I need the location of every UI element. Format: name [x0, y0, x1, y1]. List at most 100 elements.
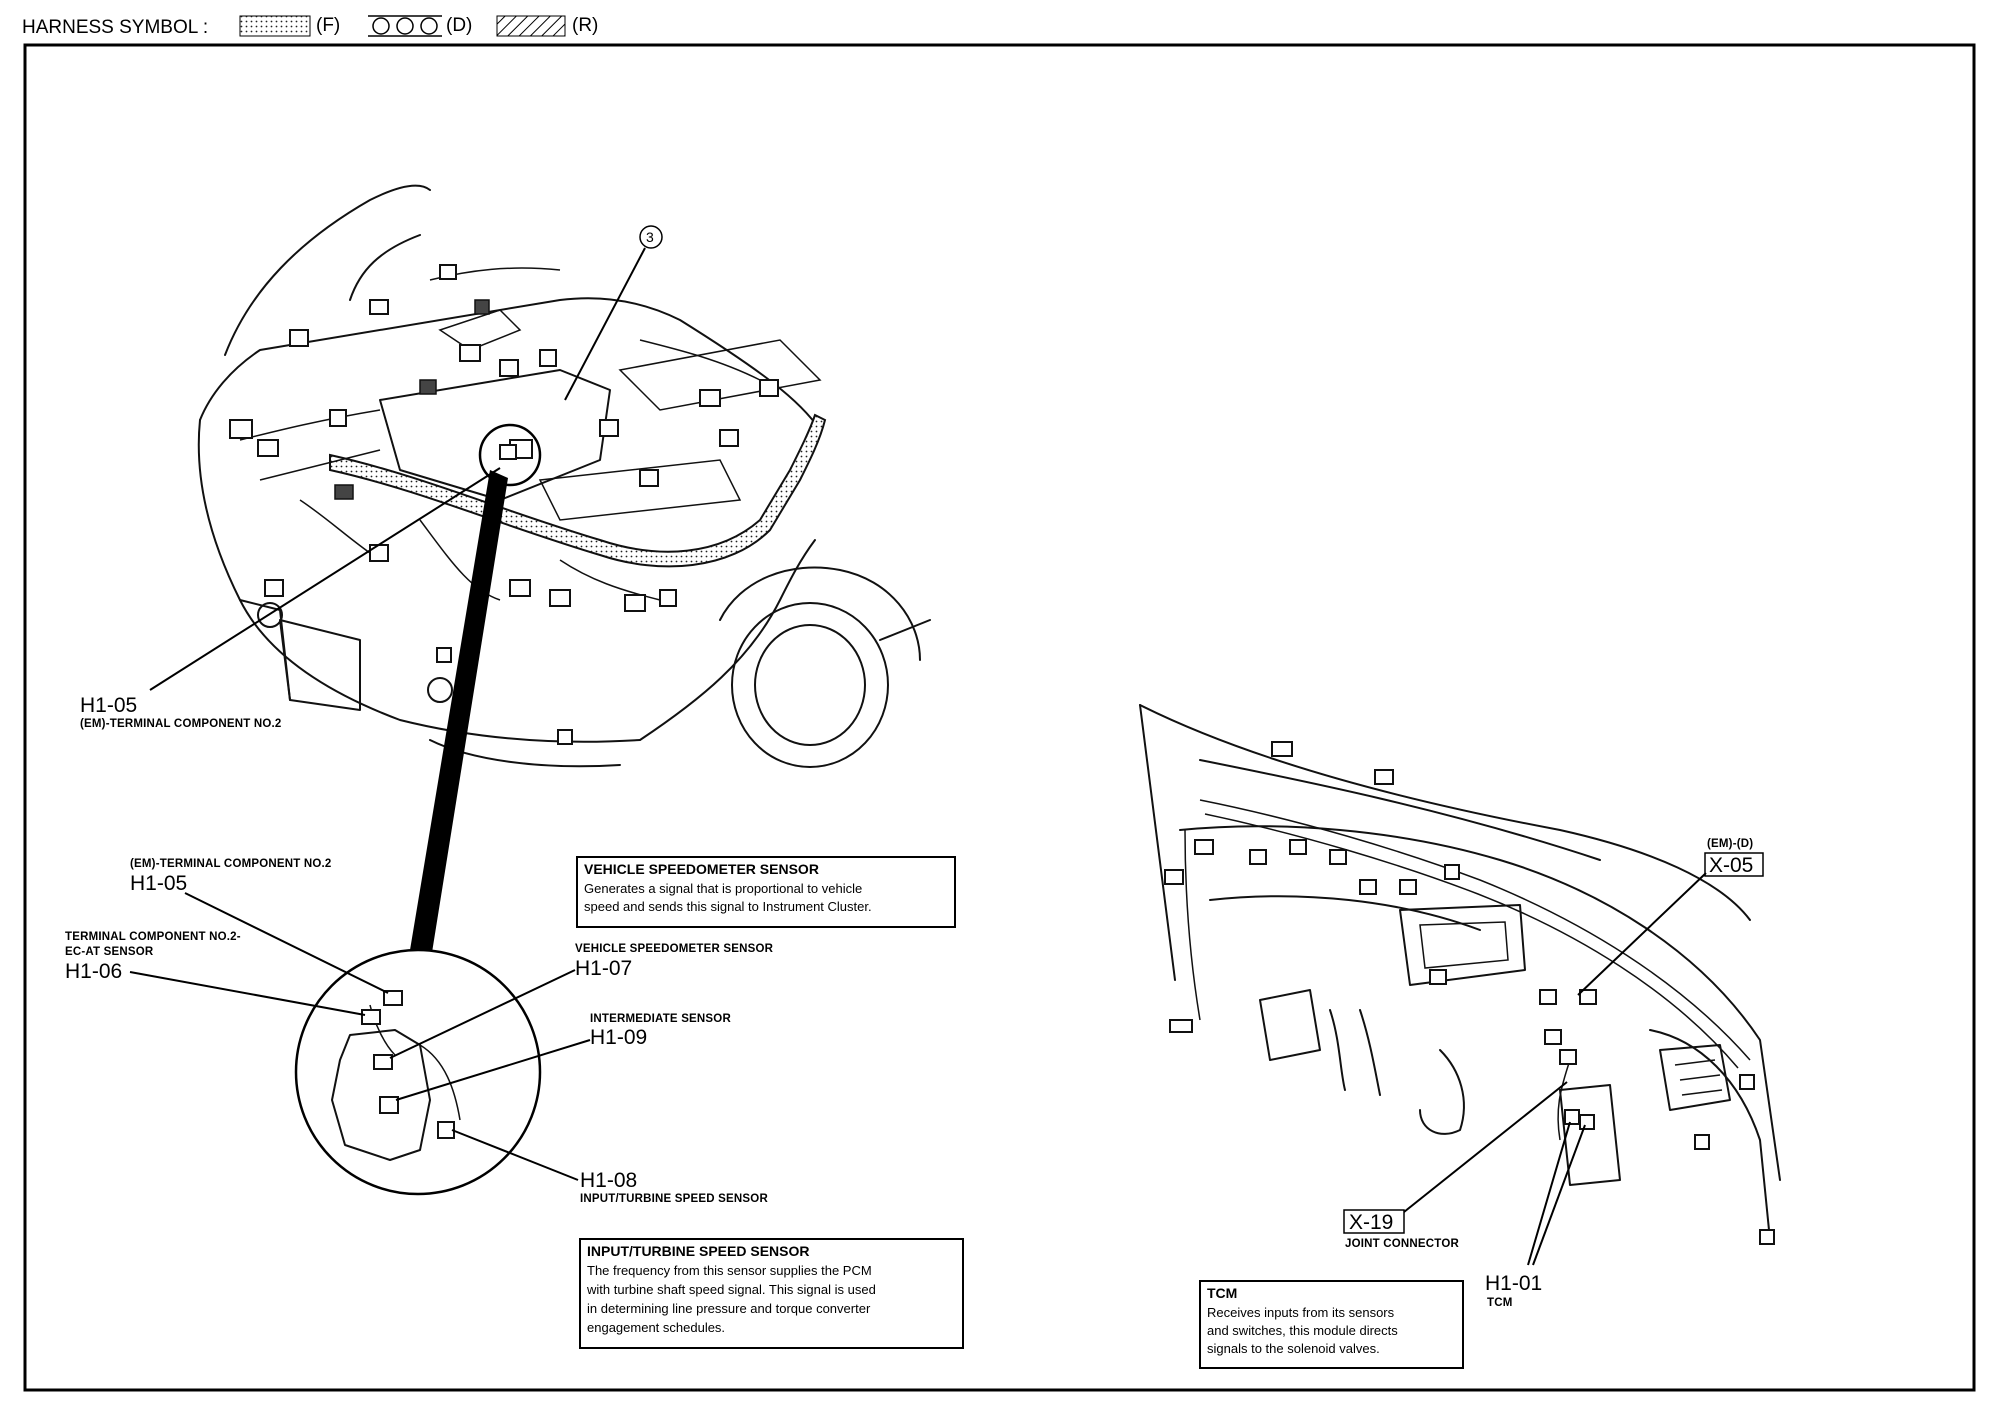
- connector-shape: [1249, 849, 1267, 865]
- tcm-line-2: and switches, this module directs: [1207, 1323, 1398, 1338]
- connector-h1-06-shape: [361, 1009, 381, 1025]
- connector-shape: [257, 439, 279, 457]
- connector-shape: [1539, 989, 1557, 1005]
- legend-code-d: (D): [446, 15, 472, 36]
- magnify-source-circle: [478, 423, 542, 487]
- leader-h1-05-detail: [184, 892, 389, 994]
- connector-shape: [1579, 1114, 1595, 1130]
- x-05-prefix: (EM)-(D): [1707, 838, 1753, 850]
- h1-05-detail-code: H1-05: [130, 872, 187, 895]
- h1-05-top-desc: (EM)-TERMINAL COMPONENT NO.2: [80, 718, 282, 730]
- h1-08-desc: INPUT/TURBINE SPEED SENSOR: [580, 1193, 768, 1205]
- connector-h1-08-shape: [437, 1121, 455, 1139]
- connector-shape: [1739, 1074, 1755, 1090]
- connector-shape: [1579, 989, 1597, 1005]
- connector-shape: [439, 264, 457, 280]
- legend-swatch-r: [496, 15, 566, 37]
- info-box-tcm: TCM Receives inputs from its sensors and…: [1199, 1280, 1464, 1369]
- h1-01-desc: TCM: [1487, 1297, 1513, 1309]
- connector-shape: [1759, 1229, 1775, 1245]
- leader-h1-07: [389, 969, 576, 1059]
- itss-title: INPUT/TURBINE SPEED SENSOR: [587, 1243, 809, 1259]
- connector-shape: [639, 469, 659, 487]
- h1-06-desc-1: TERMINAL COMPONENT NO.2-: [65, 931, 241, 943]
- info-box-itss: INPUT/TURBINE SPEED SENSOR The frequency…: [579, 1238, 964, 1349]
- vss-line-1: Generates a signal that is proportional …: [584, 881, 862, 896]
- connector-shape: [229, 419, 253, 439]
- info-box-vss: VEHICLE SPEEDOMETER SENSOR Generates a s…: [576, 856, 956, 928]
- connector-shape: [1694, 1134, 1710, 1150]
- h1-05-top-code: H1-05: [80, 694, 137, 717]
- tcm-title: TCM: [1207, 1285, 1237, 1301]
- connector-shape: [1329, 849, 1347, 865]
- connector-shape: [624, 594, 646, 612]
- connector-shape: [369, 544, 389, 562]
- leader-h1-01-a: [1527, 1121, 1571, 1266]
- h1-07-code: H1-07: [575, 957, 632, 980]
- connector-shape: [1359, 879, 1377, 895]
- connector-shape: [509, 579, 531, 597]
- legend-title: HARNESS SYMBOL :: [22, 17, 208, 38]
- leader-h1-05-top: [149, 467, 501, 691]
- tcm-line-1: Receives inputs from its sensors: [1207, 1305, 1395, 1320]
- connector-shape: [1544, 1029, 1562, 1045]
- itss-line-3: in determining line pressure and torque …: [587, 1301, 871, 1316]
- itss-line-4: engagement schedules.: [587, 1320, 725, 1335]
- connector-shape: [599, 419, 619, 437]
- connector-shape: [1271, 741, 1293, 757]
- h1-06-code: H1-06: [65, 960, 122, 983]
- connector-shape: [1374, 769, 1394, 785]
- h1-05-detail-desc: (EM)-TERMINAL COMPONENT NO.2: [130, 858, 332, 870]
- callout-leader: [564, 247, 646, 401]
- connector-shape: [1444, 864, 1460, 880]
- connector-shape: [334, 484, 354, 500]
- callout-circle: [639, 225, 663, 249]
- connector-shape: [557, 729, 573, 745]
- leader-x-05: [1577, 872, 1707, 996]
- x-19-box: [1343, 1209, 1405, 1234]
- magnify-wedge: [408, 470, 508, 965]
- leader-h1-01-b: [1532, 1124, 1586, 1266]
- connector-shape: [419, 379, 437, 395]
- h1-06-desc-2: EC-AT SENSOR: [65, 946, 154, 958]
- engine-bay-illustration: 3: [197, 184, 931, 768]
- leader-h1-08: [451, 1129, 579, 1181]
- connector-h1-07-shape: [373, 1054, 393, 1070]
- diagram-frame: [23, 43, 1976, 1392]
- legend-code-f: (F): [316, 15, 340, 36]
- connector-shape: [499, 444, 517, 460]
- harness-symbol-legend: HARNESS SYMBOL : (F) (D) (R): [22, 15, 598, 38]
- h1-09-code: H1-09: [590, 1026, 647, 1049]
- connector-shape: [264, 579, 284, 597]
- h1-08-code: H1-08: [580, 1169, 637, 1192]
- connector-shape: [1399, 879, 1417, 895]
- vss-title: VEHICLE SPEEDOMETER SENSOR: [584, 861, 819, 877]
- connector-shape: [289, 329, 309, 347]
- connector-shape: [1564, 1109, 1580, 1125]
- x-19-code: X-19: [1349, 1211, 1393, 1234]
- connector-shape: [499, 359, 519, 377]
- connector-shape: [1559, 1049, 1577, 1065]
- connector-shape: [329, 409, 347, 427]
- leader-x-19: [1403, 1081, 1568, 1213]
- tcm-line-3: signals to the solenoid valves.: [1207, 1341, 1380, 1356]
- vss-line-2: speed and sends this signal to Instrumen…: [584, 899, 872, 914]
- connector-shape: [659, 589, 677, 607]
- detail-circle: [294, 948, 542, 1196]
- connector-h1-09-shape: [379, 1096, 399, 1114]
- x-05-box: [1704, 852, 1764, 877]
- connector-shape: [1169, 1019, 1193, 1033]
- dashboard-illustration: [1139, 704, 1781, 1245]
- legend-swatch-d: [368, 15, 442, 37]
- itss-line-2: with turbine shaft speed signal. This si…: [586, 1282, 876, 1297]
- callout-number: 3: [646, 229, 654, 245]
- itss-line-1: The frequency from this sensor supplies …: [587, 1263, 872, 1278]
- x-05-code: X-05: [1709, 854, 1753, 877]
- connector-shape: [759, 379, 779, 397]
- h1-07-desc: VEHICLE SPEEDOMETER SENSOR: [575, 943, 774, 955]
- connector-shape: [1429, 969, 1447, 985]
- connector-shape: [436, 647, 452, 663]
- connector-shape: [1164, 869, 1184, 885]
- legend-swatch-f: [239, 15, 311, 37]
